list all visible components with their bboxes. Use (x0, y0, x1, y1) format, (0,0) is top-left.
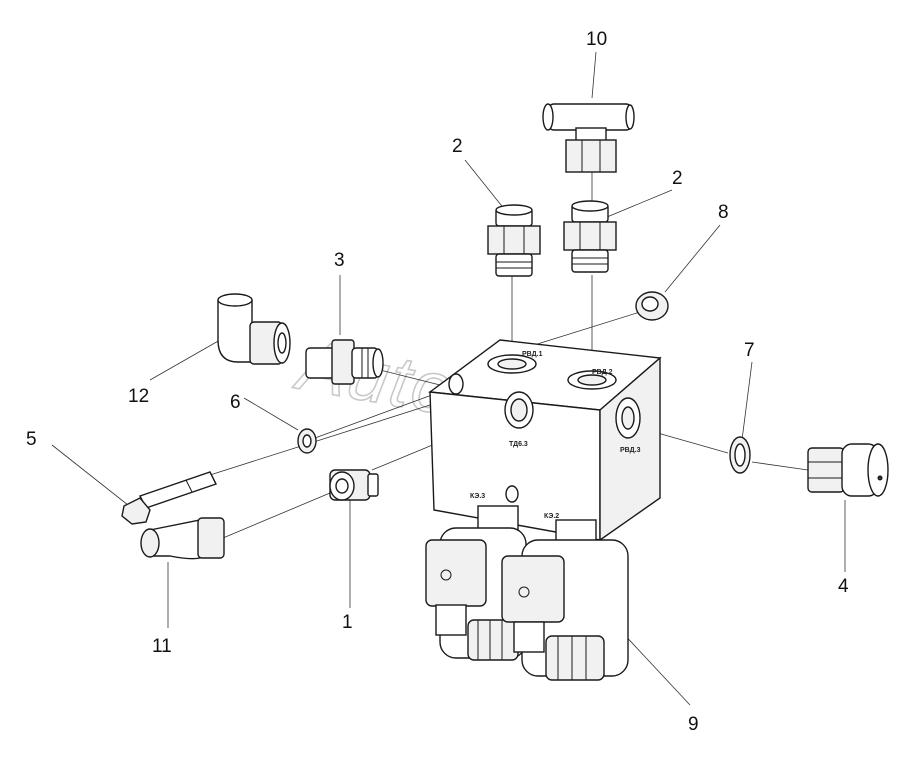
callout-1: 1 (342, 612, 353, 633)
callout-6: 6 (230, 392, 241, 413)
callout-3: 3 (334, 250, 345, 271)
leader-lines (51, 51, 846, 706)
callout-10: 10 (586, 29, 607, 50)
callout-2-left: 2 (452, 136, 463, 157)
port-label-top-left: РВД.1 (522, 351, 543, 358)
callout-8: 8 (718, 202, 729, 223)
valve-block-part-9: РВД.1 РВД.2 ТД6.3 РВД.3 КЭ.3 КЭ.2 (425, 339, 662, 681)
tee-fitting-part-10 (542, 103, 635, 173)
nut-part-8 (635, 291, 669, 321)
port-label-valve-left: КЭ.3 (470, 493, 485, 500)
bolt-part-5 (121, 471, 217, 525)
callout-5: 5 (26, 429, 37, 450)
washer-part-6 (297, 428, 317, 454)
callout-2-right: 2 (672, 168, 683, 189)
fitting-part-1 (329, 469, 379, 501)
adapter-fitting-part-2-left (487, 204, 541, 277)
callout-12: 12 (128, 386, 149, 407)
callout-7: 7 (744, 340, 755, 361)
cap-fitting-part-4 (807, 443, 889, 497)
elbow-hose-part-11 (140, 517, 225, 560)
callout-numbers: 1 2 2 3 4 5 6 7 8 9 10 11 12 (26, 29, 849, 735)
adapter-fitting-part-2-right (563, 200, 617, 273)
port-label-valve-right: КЭ.2 (544, 513, 559, 520)
straight-adapter-part-3 (305, 339, 384, 385)
o-ring-part-7 (729, 436, 751, 474)
callout-9: 9 (688, 714, 699, 735)
port-label-front: ТД6.3 (509, 441, 528, 448)
port-label-side: РВД.3 (620, 447, 641, 454)
port-label-top-right: РВД.2 (592, 369, 613, 376)
elbow-fitting-part-12 (217, 293, 291, 365)
callout-4: 4 (838, 576, 849, 597)
callout-11: 11 (152, 636, 172, 657)
